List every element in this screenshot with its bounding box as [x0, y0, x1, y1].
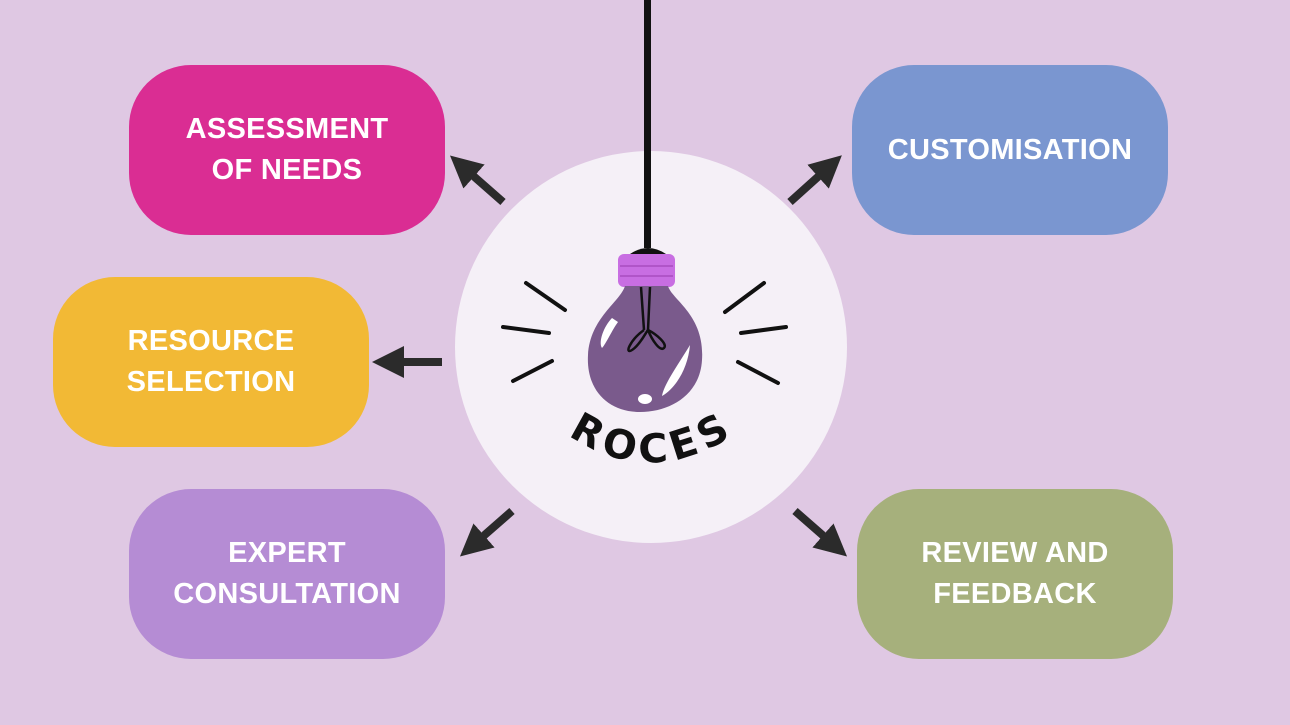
- step-label-line: ASSESSMENT: [185, 113, 389, 145]
- step-label-line: OF NEEDS: [211, 154, 363, 186]
- step-label-line: RESOURCE: [127, 325, 295, 357]
- arrow-to-expert: [459, 507, 515, 557]
- step-label-line: FEEDBACK: [933, 578, 1097, 610]
- step-expert-consultation: EXPERT CONSULTATION: [129, 489, 445, 659]
- arrow-to-customisation: [787, 155, 842, 205]
- step-label-line: SELECTION: [126, 366, 296, 398]
- step-label-line: CONSULTATION: [173, 578, 401, 610]
- step-assessment-of-needs: ASSESSMENT OF NEEDS: [129, 65, 445, 235]
- arrow-to-assessment: [449, 155, 506, 206]
- step-label-line: EXPERT: [228, 537, 346, 569]
- step-review-and-feedback: REVIEW AND FEEDBACK: [857, 489, 1173, 659]
- light-rays: [501, 281, 788, 385]
- step-label-line: CUSTOMISATION: [887, 133, 1133, 166]
- cord: [644, 0, 651, 248]
- step-customisation: CUSTOMISATION: [852, 65, 1168, 235]
- lightbulb-icon: [587, 248, 703, 412]
- step-label-line: REVIEW AND: [921, 537, 1109, 569]
- arrow-to-review: [792, 507, 848, 557]
- step-resource-selection: RESOURCE SELECTION: [53, 277, 369, 447]
